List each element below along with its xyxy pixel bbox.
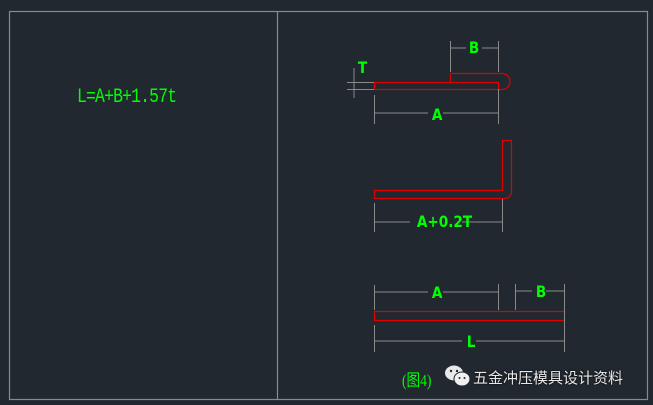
- fig3-dim-a: A: [431, 283, 443, 302]
- fig1-dim-a: A: [431, 105, 443, 124]
- thickness-label: T: [357, 58, 368, 77]
- figure-3-flat: [373, 284, 566, 352]
- figure-1-hem: [347, 41, 511, 124]
- figure-2-bend: [373, 139, 513, 232]
- fig3-dim-b: B: [535, 282, 547, 301]
- fig1-dim-b: B: [468, 38, 480, 57]
- watermark-text: 五金冲压模具设计资料: [473, 369, 624, 387]
- figure-caption: (图4): [402, 371, 432, 390]
- bend-formula: L=A+B+1.57t: [77, 86, 177, 109]
- outer-frame: [8, 10, 649, 401]
- fig3-dim-l: L: [466, 332, 476, 351]
- fig2-dim: A+0.2T: [416, 212, 473, 231]
- wechat-icon: [445, 365, 471, 387]
